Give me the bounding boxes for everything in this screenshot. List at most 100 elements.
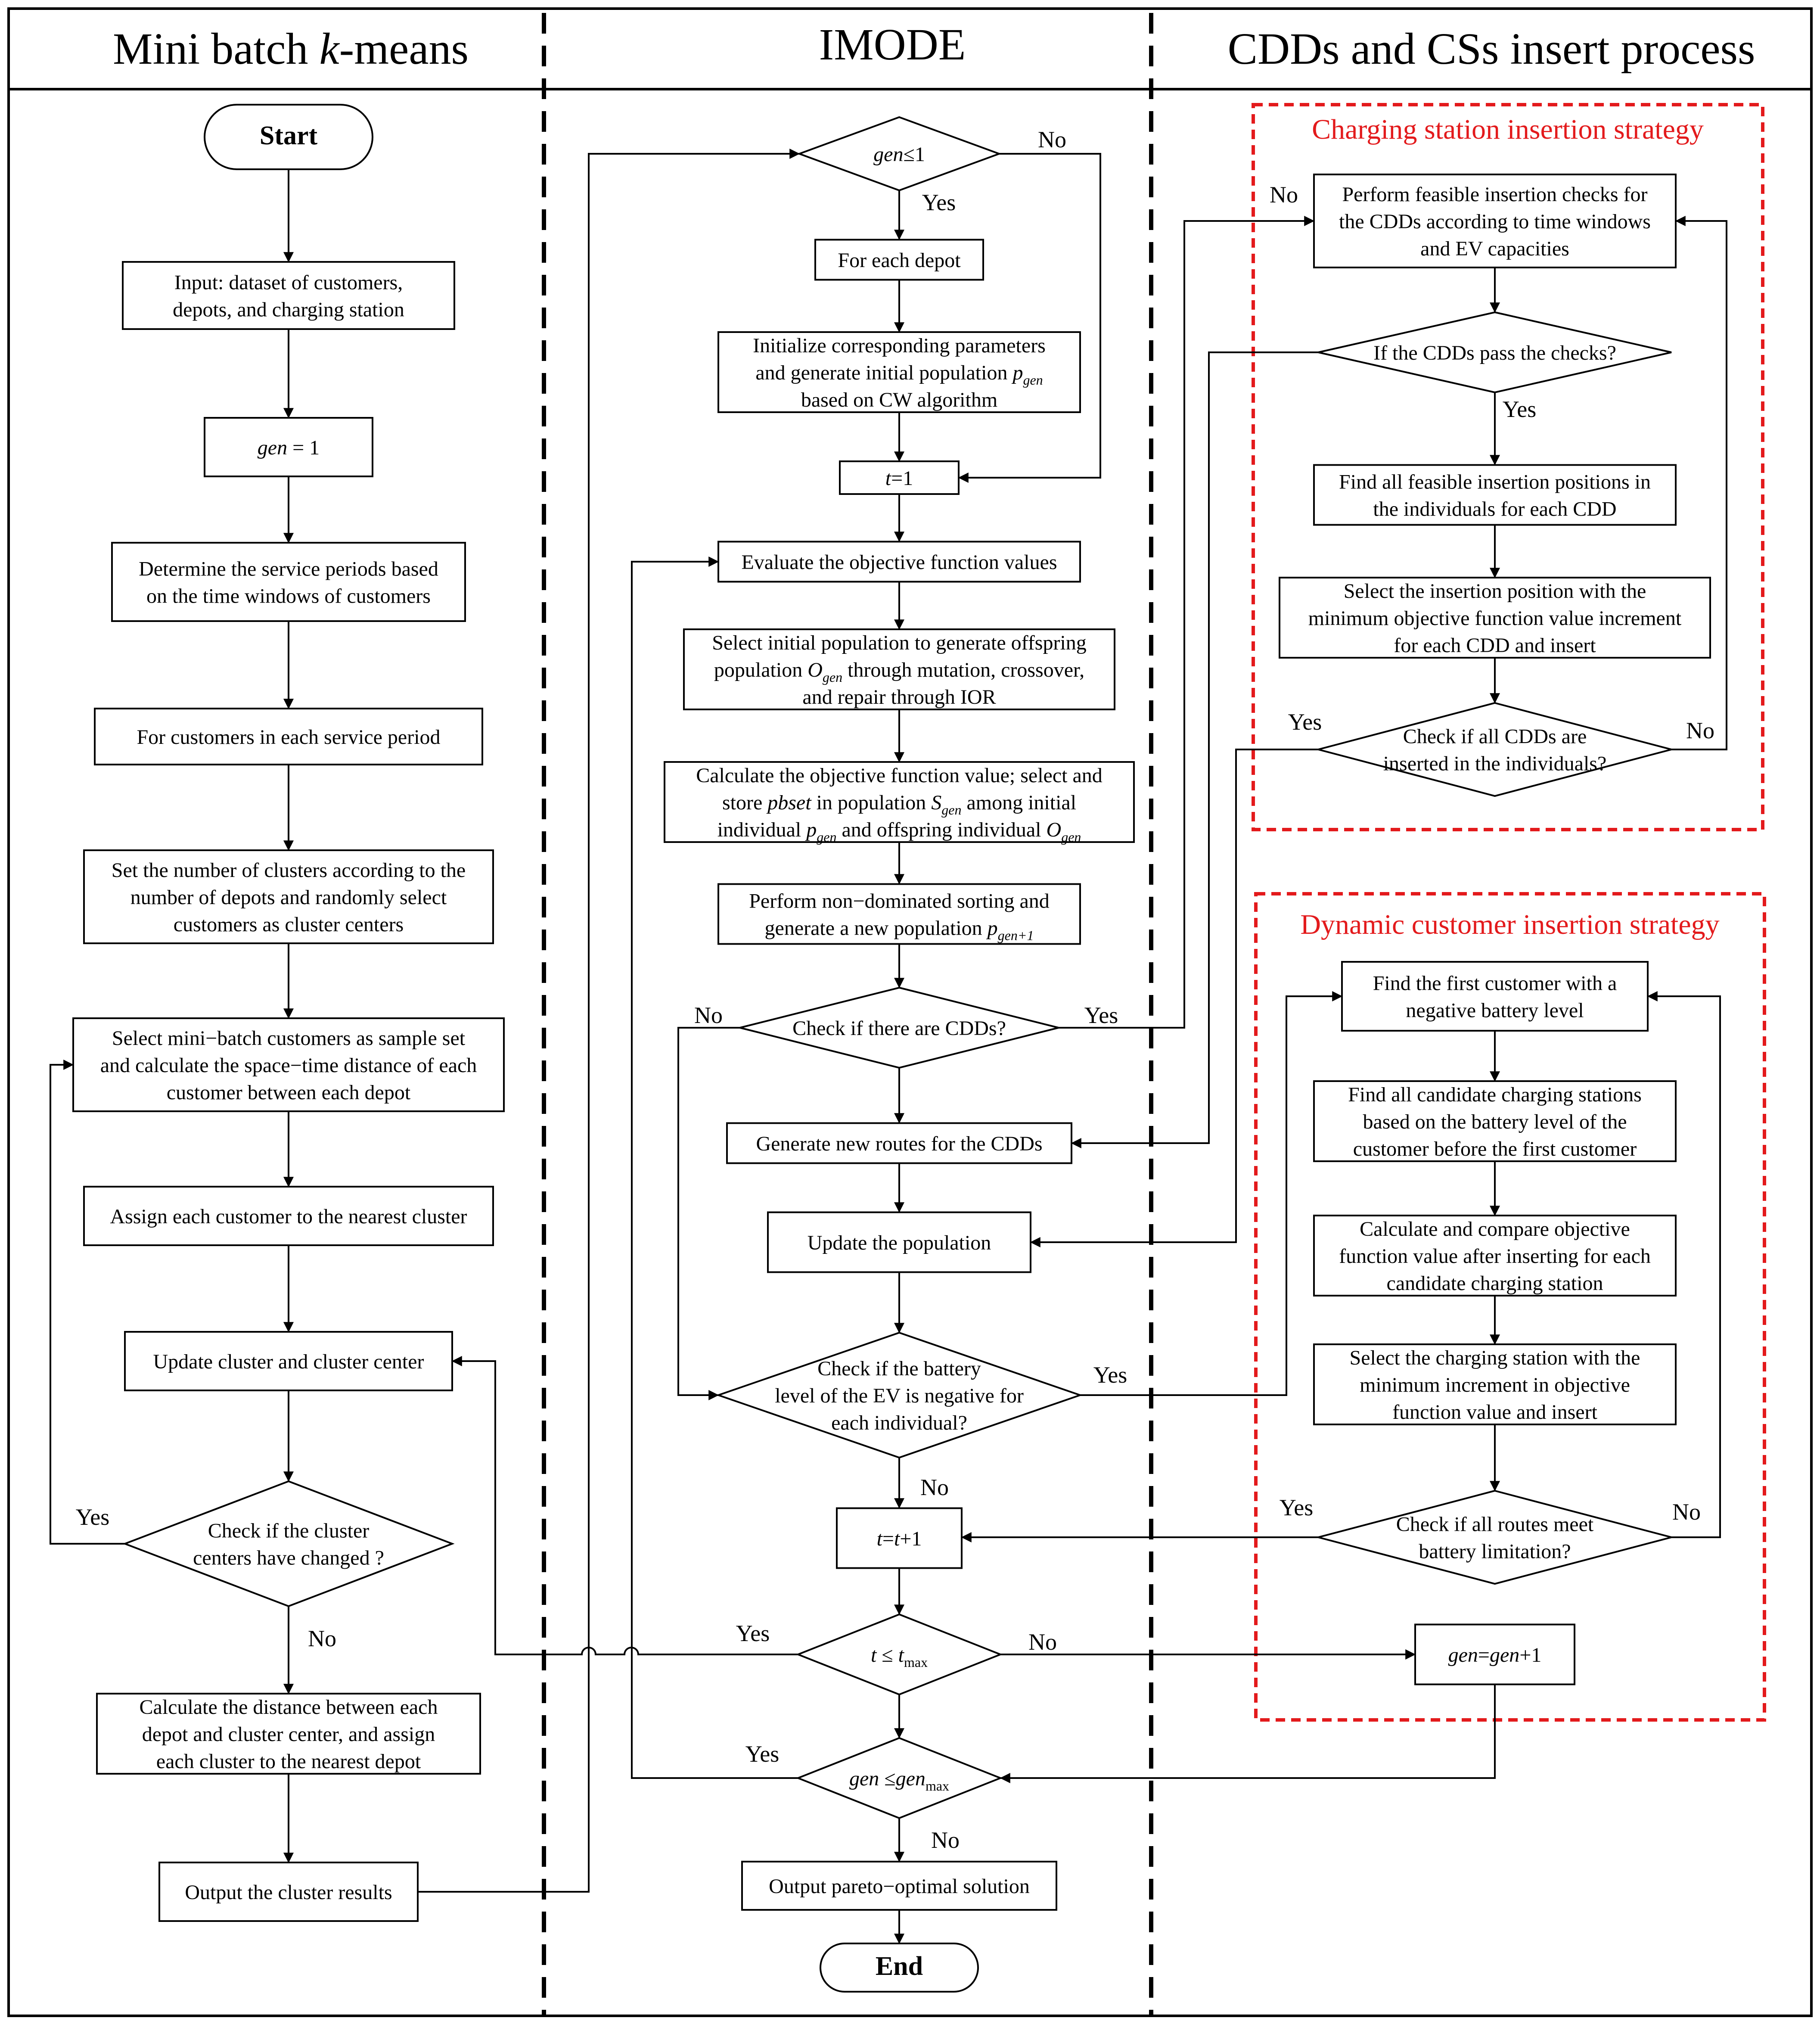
check-centers-text: centers have changed ?: [193, 1547, 384, 1570]
calc-dist-text: Calculate the distance between each: [140, 1696, 438, 1719]
dynamic-strategy-title: Dynamic customer insertion strategy: [1300, 909, 1719, 940]
node-foreach-depot: For each depot: [814, 239, 984, 281]
edge-label-tmax-yes: Yes: [736, 1620, 770, 1646]
dynamic-strategy-group: [1254, 892, 1766, 1722]
end-terminal: [820, 1943, 979, 1993]
connector: [418, 149, 800, 1893]
edge-label-cdds-no: No: [694, 1002, 723, 1028]
edge-label-tmax-no: No: [1028, 1629, 1057, 1655]
node-select-station: Select the charging station with themini…: [1313, 1343, 1677, 1425]
minibatch-box: [72, 1017, 505, 1112]
connector: [1647, 991, 1721, 1538]
node-minibatch: Select mini−batch customers as sample se…: [72, 1017, 505, 1112]
edge-label-pass-no: No: [1270, 182, 1298, 208]
nondom-box: [717, 883, 1081, 945]
select-station-text: Select the charging station with the: [1350, 1346, 1640, 1369]
feasible-checks-text: the CDDs according to time windows: [1339, 210, 1651, 233]
init-params-text: Initialize corresponding parameters: [753, 334, 1046, 357]
node-calc-obj: Calculate the objective function value; …: [664, 761, 1135, 845]
compare-obj-text: candidate charging station: [1387, 1272, 1603, 1295]
feasible-checks-box: [1313, 174, 1677, 268]
node-find-stations: Find all candidate charging stationsbase…: [1313, 1080, 1677, 1162]
all-inserted-decision: [1315, 702, 1675, 797]
node-compare-obj: Calculate and compare objectivefunction …: [1313, 1215, 1677, 1296]
edge-label-genmax-no: No: [931, 1827, 960, 1853]
update-pop-text: Update the population: [808, 1231, 991, 1254]
edge-label-pass-yes: Yes: [1503, 396, 1537, 422]
node-cdds-pass: If the CDDs pass the checks?: [1318, 311, 1672, 394]
find-stations-text: Find all candidate charging stations: [1348, 1083, 1642, 1106]
node-t1: t=1: [839, 460, 960, 495]
calc-obj-box: [664, 761, 1135, 843]
gen-le1-decision: [797, 116, 1002, 192]
t1-box: [839, 460, 960, 495]
t1-text: t=1: [885, 467, 913, 490]
minibatch-text: Select mini−batch customers as sample se…: [112, 1027, 466, 1050]
node-end: End: [820, 1943, 979, 1993]
node-check-centers: Check if the cluster centers have changed…: [122, 1480, 455, 1607]
t-inc-text: t=t+1: [877, 1527, 922, 1550]
output-pareto-box: [741, 1861, 1057, 1911]
node-select-init: Select initial population to generate of…: [683, 628, 1115, 710]
node-input: Input: dataset of customers,depots, and …: [122, 261, 455, 330]
select-position-text: minimum objective function value increme…: [1308, 607, 1682, 630]
node-calc-dist: Calculate the distance between eachdepot…: [96, 1693, 481, 1775]
node-select-position: Select the insertion position with themi…: [1279, 577, 1711, 659]
t-inc-box: [836, 1507, 963, 1569]
edge-label-routes-yes: Yes: [1280, 1495, 1314, 1520]
compare-obj-text: function value after inserting for each: [1339, 1245, 1651, 1268]
gen-routes-text: Generate new routes for the CDDs: [756, 1132, 1042, 1155]
connector: [958, 153, 1101, 483]
find-stations-box: [1313, 1080, 1677, 1162]
node-start: Start: [204, 104, 373, 170]
node-update-pop: Update the population: [767, 1211, 1031, 1273]
evaluate-box: [717, 541, 1081, 583]
feasible-checks-text: Perform feasible insertion checks for: [1342, 183, 1647, 206]
node-find-positions: Find all feasible insertion positions in…: [1313, 464, 1677, 526]
select-init-text: and repair through IOR: [802, 686, 996, 709]
outer-frame: [7, 7, 1813, 2017]
cdds-pass-decision: [1318, 311, 1672, 394]
check-centers-text: Check if the cluster: [208, 1520, 370, 1542]
node-gen-le1: gen≤1: [797, 116, 1002, 192]
gen1-box: [204, 417, 373, 477]
t-le-tmax-decision: [795, 1613, 1003, 1696]
routes-battery-text: battery limitation?: [1419, 1540, 1571, 1563]
first-customer-box: [1341, 961, 1649, 1032]
select-init-box: [683, 628, 1115, 710]
output-pareto-text: Output pareto−optimal solution: [769, 1875, 1030, 1898]
update-cluster-box: [124, 1331, 453, 1391]
set-clusters-text: number of depots and randomly select: [130, 886, 447, 909]
check-battery-text: Check if the battery: [817, 1357, 981, 1380]
calc-obj-text: Calculate the objective function value; …: [696, 764, 1103, 787]
output-clusters-text: Output the cluster results: [185, 1881, 392, 1904]
compare-obj-box: [1313, 1215, 1677, 1296]
set-clusters-text: customers as cluster centers: [174, 913, 404, 936]
all-inserted-text: Check if all CDDs are: [1403, 725, 1587, 748]
node-gen-le-genmax: gen ≤genmax: [795, 1737, 1003, 1819]
node-t-inc: t=t+1: [836, 1507, 963, 1569]
minibatch-text: customer between each depot: [167, 1081, 411, 1104]
find-positions-box: [1313, 464, 1677, 526]
find-stations-text: customer before the first customer: [1353, 1138, 1637, 1160]
init-params-text: and generate initial population pgen: [755, 361, 1043, 388]
assign-box: [83, 1186, 494, 1246]
periods-text: on the time windows of customers: [146, 585, 431, 608]
charging-strategy-title: Charging station insertion strategy: [1312, 114, 1704, 145]
node-nondom: Perform non−dominated sorting andgenerat…: [717, 883, 1081, 945]
select-position-text: for each CDD and insert: [1394, 634, 1596, 657]
connector: [631, 557, 798, 1779]
node-check-cdds: Check if there are CDDs?: [739, 986, 1059, 1069]
edge-label-inserted-no: No: [1686, 718, 1714, 743]
charging-strategy-group: [1252, 103, 1764, 831]
connectors: [50, 149, 1727, 1944]
edge-label-routes-no: No: [1672, 1499, 1701, 1525]
init-params-text: based on CW algorithm: [801, 389, 997, 411]
check-centers-decision: [122, 1480, 455, 1607]
node-t-le-tmax: t ≤ tmax: [795, 1613, 1003, 1696]
nondom-text: generate a new population pgen+1: [765, 917, 1034, 943]
